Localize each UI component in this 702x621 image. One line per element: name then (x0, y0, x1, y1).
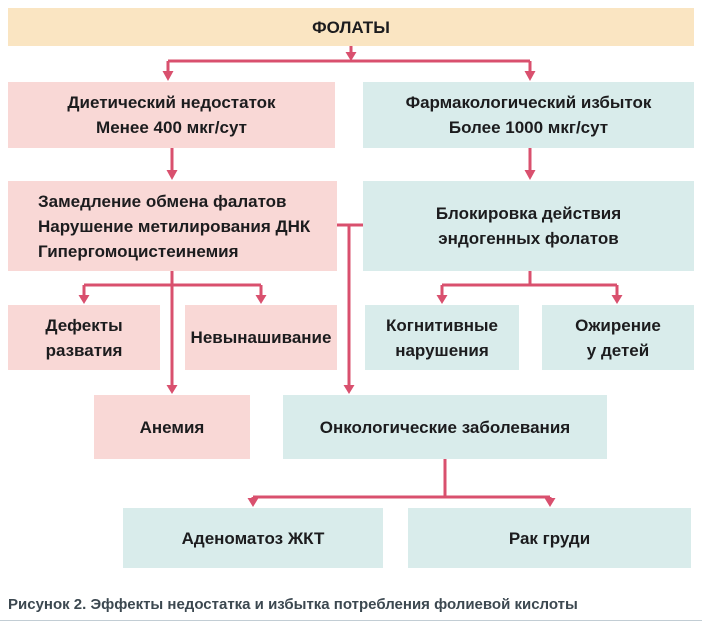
node-folates: ФОЛАТЫ (8, 8, 694, 46)
node-gi-adenomatosis-label: Аденоматоз ЖКТ (181, 528, 325, 548)
arrow-root-to-branches (162, 46, 536, 81)
node-cognitive-disorders-line2: нарушения (395, 340, 489, 360)
figure-caption-text: Эффекты недостатка и избытка потребления… (90, 596, 578, 613)
node-metabolism-slowdown: Замедление обмена фалатов Нарушение мети… (8, 181, 337, 271)
arrow-pharm-to-blocking (524, 148, 536, 180)
arrow-middle-to-oncology (337, 223, 365, 394)
node-development-defects: Дефекты разватия (8, 305, 160, 370)
node-folates-label: ФОЛАТЫ (312, 17, 390, 37)
arrow-blocking-to-outcomes (436, 271, 623, 304)
node-oncological-diseases-label: Онкологические заболевания (319, 417, 571, 437)
node-anemia-label: Анемия (139, 417, 205, 437)
figure-caption: Рисунок 2. Эффекты недостатка и избытка … (8, 596, 578, 613)
node-development-defects-line2: разватия (45, 340, 123, 360)
node-metabolism-slowdown-line1: Замедление обмена фалатов (38, 191, 287, 211)
node-oncological-diseases: Онкологические заболевания (283, 395, 607, 459)
node-child-obesity-line1: Ожирение (575, 315, 661, 335)
node-development-defects-line1: Дефекты (45, 315, 123, 335)
node-breast-cancer-label: Рак груди (508, 528, 591, 548)
node-endogenous-blocking: Блокировка действия эндогенных фолатов (363, 181, 694, 271)
node-endogenous-blocking-line1: Блокировка действия (435, 204, 622, 223)
node-dietary-deficit-line2: Менее 400 мкг/сут (96, 118, 247, 137)
node-cognitive-disorders-line1: Когнитивные (385, 315, 499, 335)
node-miscarriage: Невынашивание (185, 305, 337, 370)
figure-caption-number: Рисунок 2. (8, 596, 87, 613)
node-breast-cancer: Рак груди (408, 508, 691, 568)
node-dietary-deficit-line1: Диетический недостаток (67, 93, 276, 112)
arrow-diet-to-slowdown (166, 148, 178, 180)
node-metabolism-slowdown-line2: Нарушение метилирования ДНК (38, 216, 311, 236)
node-miscarriage-label: Невынашивание (190, 328, 332, 347)
node-gi-adenomatosis: Аденоматоз ЖКТ (123, 508, 383, 568)
node-endogenous-blocking-line2: эндогенных фолатов (438, 229, 619, 248)
node-pharmacological-excess: Фармакологический избыток Более 1000 мкг… (363, 82, 694, 148)
node-child-obesity-line2: у детей (586, 340, 650, 360)
arrow-oncology-to-cancers (247, 459, 556, 507)
node-anemia: Анемия (94, 395, 250, 459)
node-pharmacological-excess-line1: Фармакологический избыток (405, 93, 652, 112)
node-dietary-deficit: Диетический недостаток Менее 400 мкг/сут (8, 82, 335, 148)
node-pharmacological-excess-line2: Более 1000 мкг/сут (448, 118, 609, 137)
node-metabolism-slowdown-line3: Гипергомоцистеинемия (38, 241, 239, 261)
node-child-obesity: Ожирение у детей (542, 305, 694, 370)
node-cognitive-disorders: Когнитивные нарушения (365, 305, 519, 370)
